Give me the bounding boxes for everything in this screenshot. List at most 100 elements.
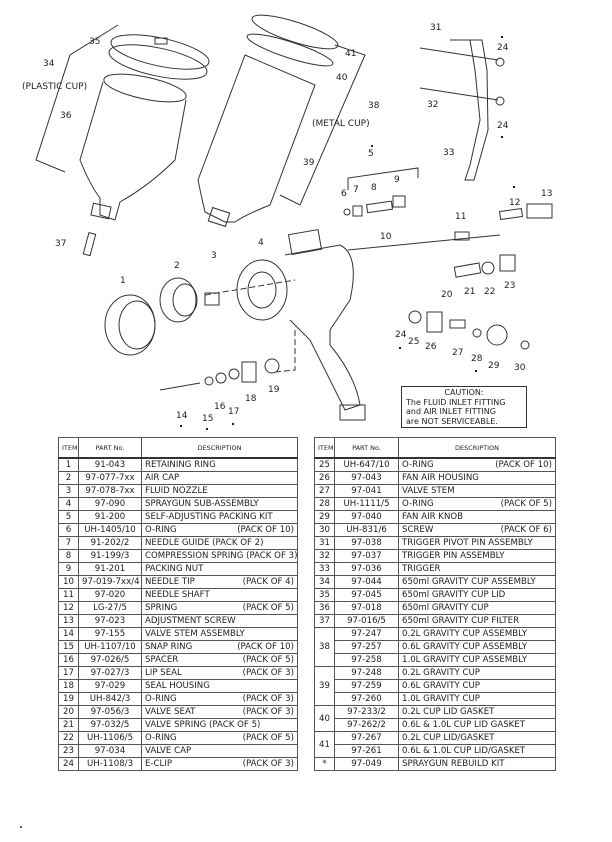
part-number: 97-041 [334,484,399,498]
callout: 34 [43,59,55,69]
caution-line: are NOT SERVICEABLE. [406,416,498,426]
description-cell: E-CLIP(PACK OF 3) [141,757,298,771]
part-number: 91-202/2 [78,536,142,550]
item-number: 2 [58,471,79,485]
part-number: 97-034 [78,744,142,758]
item-number: 29 [314,510,335,524]
part-number: 97-262/2 [334,718,399,732]
callout: 11 [455,212,466,222]
description: 0.6L GRAVITY CUP [402,681,480,691]
description: COMPRESSION SPRING (PACK OF 3) [145,551,298,561]
part-number: 97-056/3 [78,705,142,719]
description-cell: SEAL HOUSING [141,679,298,693]
description: SCREW [402,525,434,535]
metal-cup-label: (METAL CUP) [312,119,370,129]
header-description: DESCRIPTION [141,437,298,459]
callout: 13 [541,189,552,199]
description: NEEDLE TIP [145,577,195,587]
callout: 32 [427,100,438,110]
plastic-cup [79,73,187,221]
description: O-RING [145,525,177,535]
header-item: ITEM [58,437,79,459]
callout: 25 [408,337,419,347]
callout: 37 [55,239,66,249]
caution-title: CAUTION: [444,388,484,397]
description-cell: FLUID NOZZLE [141,484,298,498]
description: FAN AIR HOUSING [402,473,479,483]
item-number: 28 [314,497,335,511]
description-cell: ADJUSTMENT SCREW [141,614,298,628]
callout: 27 [452,348,463,358]
spraygun-body [236,228,366,421]
item-number: 12 [58,601,79,615]
description-cell: FAN AIR HOUSING [398,471,556,485]
item-number: 18 [58,679,79,693]
pack-quantity: (PACK OF 5) [500,499,552,509]
callout: 23 [504,281,515,291]
pack-quantity: (PACK OF 3) [242,707,294,717]
part-number: UH-1405/10 [78,523,142,537]
description-cell: VALVE CAP [141,744,298,758]
callout: 14 [176,411,188,421]
part-number: 97-090 [78,497,142,511]
callout: 22 [484,287,495,297]
description: AIR CAP [145,473,180,483]
description: SPRING [145,603,178,613]
part-number: 97-032/5 [78,718,142,732]
description-cell: 650ml GRAVITY CUP ASSEMBLY [398,575,556,589]
description-cell: SPRING (PACK OF 5) [141,601,298,615]
item-number: 21 [58,718,79,732]
part-callouts: 31 24 32 24 33 35 34 (PLASTIC CUP) 36 41… [22,23,552,424]
description: SPRAYGUN REBUILD KIT [402,759,505,769]
description-cell: FAN AIR KNOB [398,510,556,524]
item-number: 27 [314,484,335,498]
description: 650ml GRAVITY CUP LID [402,590,506,600]
exploded-parts-diagram: 31 24 32 24 33 35 34 (PLASTIC CUP) 36 41… [22,14,553,430]
part-number: 97-029 [78,679,142,693]
description: RETAINING RING [145,460,216,470]
callout: 8 [371,183,377,193]
item-number: 30 [314,523,335,537]
description: 0.2L GRAVITY CUP ASSEMBLY [402,629,528,639]
item-number: 25 [314,457,335,472]
item-number: 9 [58,562,79,576]
retaining-ring [104,294,156,356]
rebuild-kit-markers [180,36,515,430]
description-cell: O-RING(PACK OF 3) [141,692,298,706]
description: SPACER [145,655,179,665]
part-number: 97-259 [334,679,399,693]
description: 0.2L CUP LID/GASKET [402,733,495,743]
callout: 5 [368,149,374,159]
caution-note: CAUTION: The FLUID INLET FITTING and AIR… [401,386,527,428]
part-number: 97-036 [334,562,399,576]
callout: 6 [341,189,347,199]
description: O-RING [145,694,177,704]
description-cell: LIP SEAL(PACK OF 3) [141,666,298,680]
description-cell: 1.0L GRAVITY CUP [398,692,556,706]
callout: 15 [202,414,213,424]
pack-quantity: (PACK OF 5) [242,603,294,613]
part-number: 97-043 [334,471,399,485]
header-description: DESCRIPTION [398,437,556,459]
item-number: 31 [314,536,335,550]
description-cell: 0.2L CUP LID GASKET [398,705,556,719]
pack-quantity: (PACK OF 4) [242,577,294,587]
